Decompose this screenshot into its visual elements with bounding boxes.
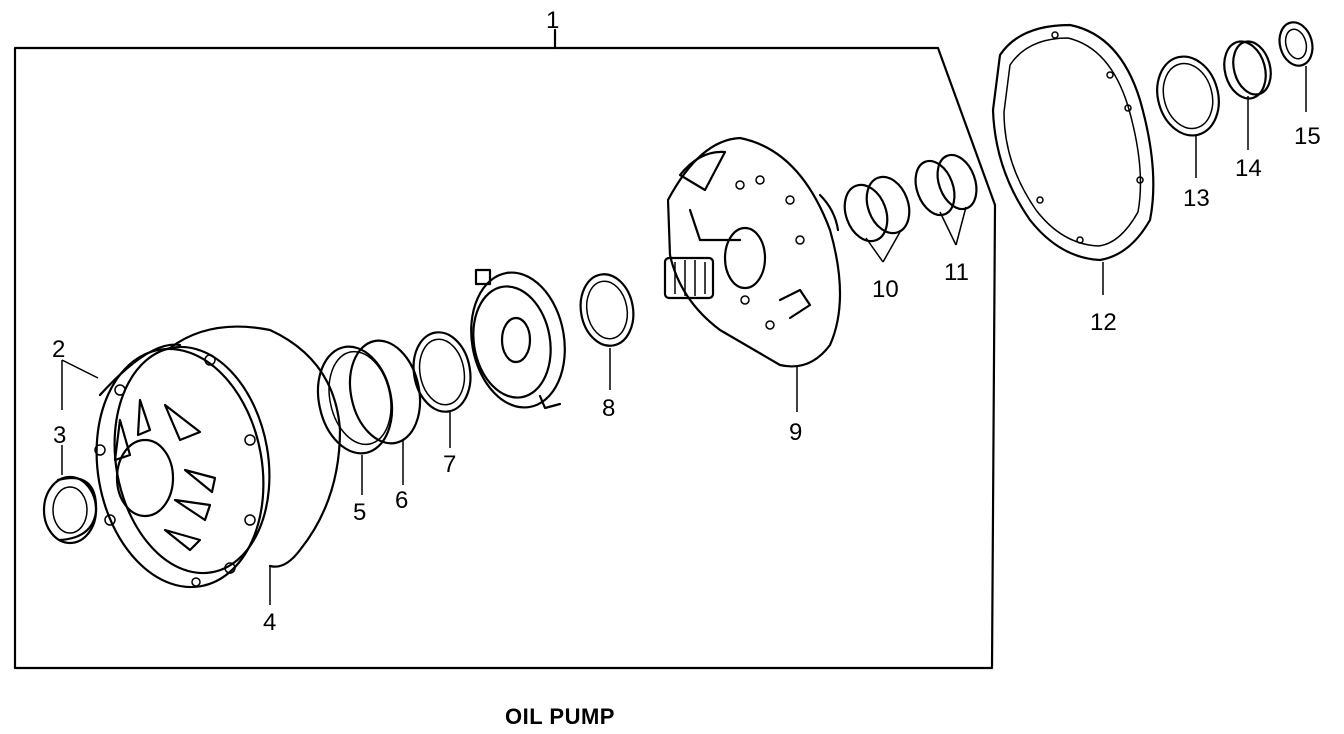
front-seal-part [42,475,98,545]
bushing-14-part [1223,40,1272,100]
callout-9: 9 [789,419,802,446]
callout-1: 1 [546,7,559,34]
ring-8-part [579,273,635,347]
callout-4: 4 [263,609,276,636]
o-ring-part [168,325,342,568]
callout-13: 13 [1183,185,1210,212]
callout-10: 10 [872,276,899,303]
seal-ring-5-part [316,345,394,455]
ring-13-part [1156,55,1220,137]
callout-7: 7 [443,451,456,478]
diagram-caption: OIL PUMP [505,704,615,729]
rings-10-part [843,175,911,243]
washer-15-part [1278,21,1314,67]
gasket-part [991,23,1155,262]
leader-lines [61,66,1307,605]
assembly-box [13,46,997,670]
callout-3: 3 [53,422,66,449]
callout-15: 15 [1294,123,1321,150]
callout-11: 11 [944,259,969,286]
callout-6: 6 [395,487,408,514]
pump-body-part [94,343,271,589]
callout-12: 12 [1090,309,1117,336]
callout-2: 2 [52,336,65,363]
seal-ring-6-part [348,339,422,445]
callout-14: 14 [1235,155,1262,182]
callout-5: 5 [353,499,366,526]
pump-gear-part [470,268,566,410]
ring-7-part [412,331,472,413]
callout-8: 8 [602,395,615,422]
pump-cover-part [663,136,842,368]
rings-11-part [914,153,978,217]
